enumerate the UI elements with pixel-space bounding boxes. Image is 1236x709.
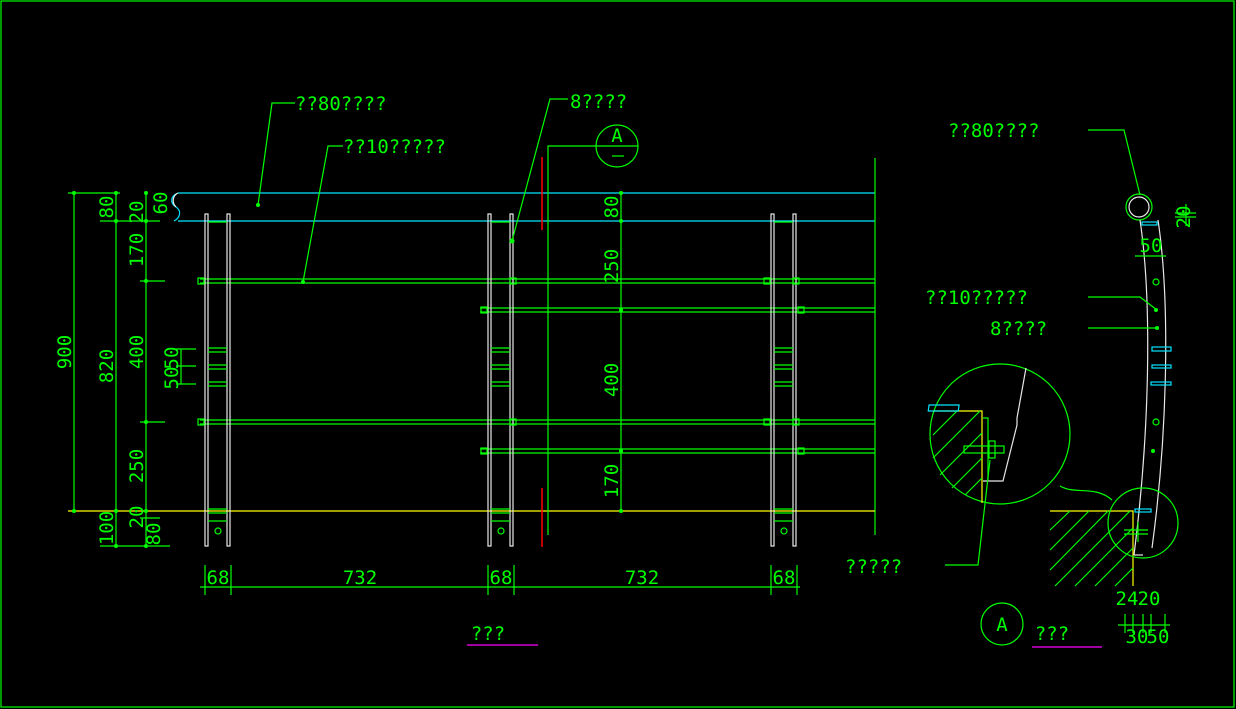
section-marker-circle (980, 602, 1024, 646)
dim-50-b: 50 (161, 367, 183, 390)
post-3 (763, 213, 800, 547)
left-dimension-texts: 900 80 820 100 170 20 400 250 20 80 60 5… (54, 192, 183, 546)
bottom-dimensions: 68 732 68 732 68 (200, 565, 800, 595)
section-marker-label: A (611, 125, 623, 147)
section-post-label: 8???? (990, 318, 1047, 340)
dim-900: 900 (54, 335, 76, 369)
posts (197, 213, 805, 547)
section-dim-50b: 50 (1147, 626, 1170, 648)
dim-400: 400 (126, 335, 148, 369)
section-cut: A (541, 124, 639, 547)
section-leaders (945, 129, 1158, 566)
detail-connector (1059, 485, 1113, 501)
top-handrail (171, 192, 875, 222)
section-dimensions: 20 50 24 20 30 50 (1116, 204, 1196, 648)
dim-80: 80 (96, 196, 118, 219)
middle-dimensions: 80 250 400 170 (601, 191, 623, 513)
section-dim-20b: 20 (1138, 588, 1161, 610)
section-dim-50: 50 (1140, 235, 1163, 257)
dim-post-width-3: 68 (773, 567, 796, 589)
post-label: 8???? (570, 91, 627, 113)
mid-dim-170: 170 (601, 464, 623, 498)
post-2 (480, 213, 805, 547)
detail-enlarged (927, 363, 1071, 505)
section-marker-label-2: A (996, 614, 1008, 636)
section-dim-20: 20 (1173, 206, 1195, 229)
concrete-base (1049, 510, 1148, 587)
bar-label: ??10????? (343, 136, 446, 158)
dim-80-base: 80 (143, 523, 165, 546)
dim-100: 100 (96, 511, 118, 545)
mid-dim-400: 400 (601, 363, 623, 397)
dim-250: 250 (126, 449, 148, 483)
dim-span-2: 732 (625, 567, 659, 589)
section-title: ??? (1035, 623, 1069, 645)
dim-post-width-1: 68 (207, 567, 230, 589)
anchor-label: ????? (845, 556, 902, 578)
dim-20-top: 20 (126, 201, 148, 224)
dim-60: 60 (150, 192, 172, 215)
elevation-title: ??? (471, 623, 505, 645)
dim-span-1: 732 (343, 567, 377, 589)
left-dimensions (68, 191, 196, 548)
dim-820: 820 (96, 349, 118, 383)
section-handrail-label: ??80???? (948, 120, 1040, 142)
handrail-label: ??80???? (295, 93, 387, 115)
dim-post-width-2: 68 (490, 567, 513, 589)
section-dim-24: 24 (1116, 588, 1139, 610)
section-bar-label: ??10????? (925, 287, 1028, 309)
dim-170: 170 (126, 233, 148, 267)
section-dim-30: 30 (1126, 626, 1149, 648)
dim-50-a: 50 (161, 347, 183, 370)
section-post (1125, 193, 1172, 556)
dim-20-bottom: 20 (126, 506, 148, 529)
mid-dim-250: 250 (601, 249, 623, 283)
detail-circle-small (1107, 487, 1179, 559)
post-1 (197, 213, 231, 547)
elevation-leaders (256, 98, 568, 284)
mid-dim-80: 80 (601, 196, 623, 219)
rails (200, 278, 875, 454)
